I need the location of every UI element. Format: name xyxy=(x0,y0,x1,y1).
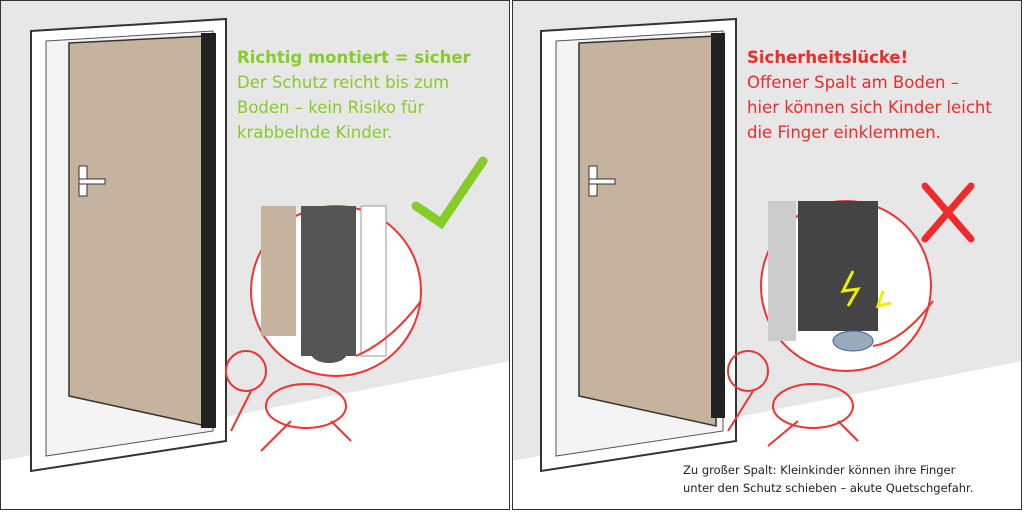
baby-illustration xyxy=(225,350,352,452)
note-line: unter den Schutz schieben – akute Quetsc… xyxy=(683,481,974,495)
caption-line: Offener Spalt am Boden – xyxy=(747,73,959,92)
caption-line: krabbelnde Kinder. xyxy=(237,123,393,142)
cross-icon xyxy=(921,182,975,243)
door-handle xyxy=(588,178,616,185)
door xyxy=(578,35,717,427)
correct-mounting-panel: Richtig montiert = sicher Der Schutz rei… xyxy=(0,0,510,510)
caption-line: die Finger einklemmen. xyxy=(747,123,941,142)
warning-caption: Sicherheitslücke! Offener Spalt am Boden… xyxy=(747,45,992,145)
correct-caption: Richtig montiert = sicher Der Schutz rei… xyxy=(237,45,471,145)
caption-line: hier können sich Kinder leicht xyxy=(747,98,992,117)
finger-guard-strip xyxy=(711,33,725,418)
note-line: Zu großer Spalt: Kleinkinder können ihre… xyxy=(683,463,956,477)
gap-warning-note: Zu großer Spalt: Kleinkinder können ihre… xyxy=(683,461,973,497)
door-illustration xyxy=(1,17,509,509)
door-illustration xyxy=(513,17,1021,509)
checkmark-icon xyxy=(411,156,488,230)
door-handle xyxy=(78,178,106,185)
baby-illustration xyxy=(727,350,859,447)
incorrect-mounting-panel: Sicherheitslücke! Offener Spalt am Boden… xyxy=(512,0,1022,510)
door xyxy=(68,35,207,427)
caption-line: Boden – kein Risiko für xyxy=(237,98,425,117)
finger-guard-strip xyxy=(201,33,216,428)
warning-heading: Sicherheitslücke! xyxy=(747,48,909,67)
correct-heading: Richtig montiert = sicher xyxy=(237,48,471,67)
caption-line: Der Schutz reicht bis zum xyxy=(237,73,450,92)
